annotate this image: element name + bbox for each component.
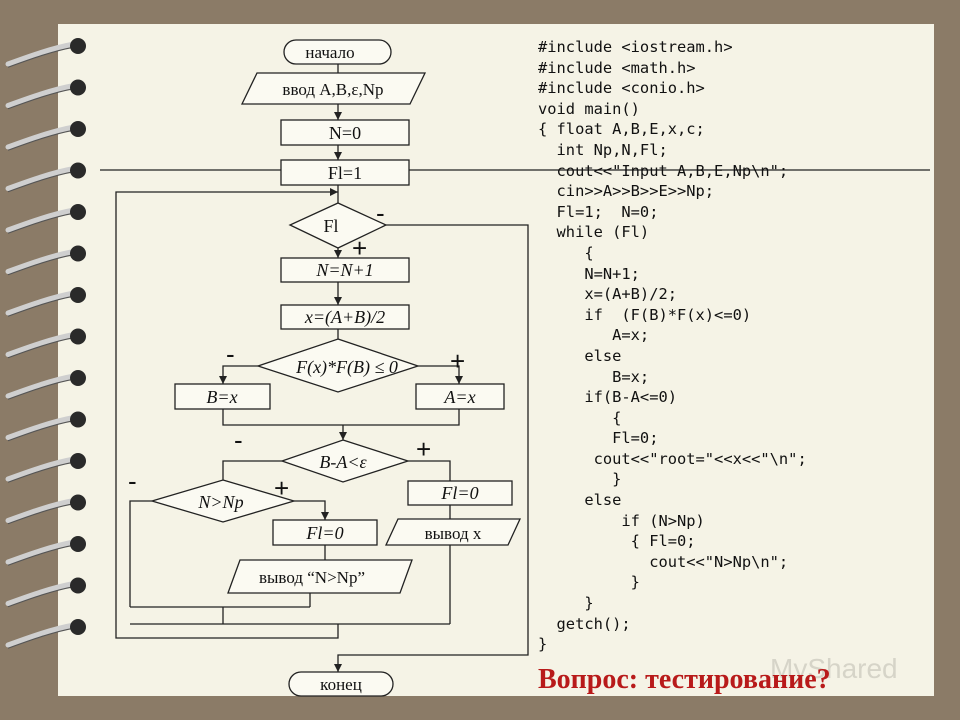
fl-minus-sign: -	[376, 198, 385, 228]
input-label: ввод A,B,ε,Np	[282, 80, 383, 99]
code-line: while (Fl)	[538, 223, 649, 241]
output-n-label: вывод “N>Np”	[259, 568, 365, 587]
x-calc-block: x=(A+B)/2	[281, 305, 409, 329]
code-line: cout<<"Input A,B,E,Np\n";	[538, 162, 788, 180]
a-assign-label: A=x	[443, 387, 475, 407]
start-terminal: начало	[284, 40, 391, 64]
end-label: конец	[320, 675, 362, 694]
spiral-binding-icon	[8, 38, 86, 648]
code-line: #include <math.h>	[538, 59, 696, 77]
code-line: else	[538, 491, 621, 509]
code-line: }	[538, 573, 640, 591]
code-line: if (N>Np)	[538, 512, 705, 530]
code-line: void main()	[538, 100, 640, 118]
output-x-label: вывод x	[425, 524, 482, 543]
start-label: начало	[305, 43, 354, 62]
code-line: cout<<"root="<<x<<"\n";	[538, 450, 807, 468]
fl-decision: Fl	[290, 203, 386, 248]
code-line: }	[538, 470, 621, 488]
f-minus-sign: -	[226, 339, 235, 369]
fl-init-block: Fl=1	[281, 160, 409, 185]
n-plus-sign: +	[274, 473, 289, 503]
fl-zero-left-block: Fl=0	[273, 520, 377, 545]
code-line: Fl=1; N=0;	[538, 203, 658, 221]
fl-zero-left-label: Fl=0	[305, 523, 343, 543]
n-init-block: N=0	[281, 120, 409, 145]
code-line: #include <iostream.h>	[538, 38, 733, 56]
fl-init-label: Fl=1	[328, 163, 362, 183]
code-line: #include <conio.h>	[538, 79, 705, 97]
code-line: B=x;	[538, 368, 649, 386]
x-calc-label: x=(A+B)/2	[304, 307, 385, 328]
code-line: {	[538, 409, 621, 427]
f-decision: F(x)*F(B) ≤ 0	[258, 339, 418, 392]
code-line: getch();	[538, 615, 631, 633]
b-assign-label: B=x	[206, 387, 237, 407]
output-n-block: вывод “N>Np”	[228, 560, 412, 593]
code-listing: #include <iostream.h> #include <math.h> …	[538, 37, 807, 655]
code-line: { float A,B,E,x,c;	[538, 120, 705, 138]
n-init-label: N=0	[329, 123, 361, 143]
code-line: if(B-A<=0)	[538, 388, 677, 406]
code-line: }	[538, 635, 547, 653]
code-line: { Fl=0;	[538, 532, 696, 550]
ba-decision: B-A<ε	[282, 440, 408, 482]
code-line: {	[538, 244, 594, 262]
code-line: cout<<"N>Np\n";	[538, 553, 788, 571]
output-x-block: вывод x	[386, 519, 520, 545]
code-line: }	[538, 594, 594, 612]
fl-plus-sign: +	[352, 233, 367, 263]
n-inc-label: N=N+1	[315, 260, 373, 280]
n-minus-sign: -	[128, 466, 137, 496]
n-condition-label: N>Np	[197, 492, 243, 512]
code-line: int Np,N,Fl;	[538, 141, 668, 159]
code-line: cin>>A>>B>>E>>Np;	[538, 182, 714, 200]
b-assign-block: B=x	[175, 384, 270, 409]
input-block: ввод A,B,ε,Np	[242, 73, 425, 104]
code-line: x=(A+B)/2;	[538, 285, 677, 303]
a-assign-block: A=x	[416, 384, 504, 409]
fl-zero-right-label: Fl=0	[440, 483, 478, 503]
ba-minus-sign: -	[234, 425, 243, 455]
ba-plus-sign: +	[416, 434, 431, 464]
n-decision: N>Np	[152, 480, 294, 522]
ba-condition-label: B-A<ε	[319, 452, 367, 472]
question-text: Вопрос: тестирование?	[538, 664, 831, 696]
fl-condition-label: Fl	[323, 216, 338, 236]
fl-zero-right-block: Fl=0	[408, 481, 512, 505]
n-inc-block: N=N+1	[281, 258, 409, 282]
f-condition-label: F(x)*F(B) ≤ 0	[295, 357, 398, 378]
code-line: else	[538, 347, 621, 365]
end-terminal: конец	[289, 672, 393, 696]
code-line: if (F(B)*F(x)<=0)	[538, 306, 751, 324]
f-plus-sign: +	[450, 346, 465, 376]
code-line: A=x;	[538, 326, 649, 344]
code-line: Fl=0;	[538, 429, 658, 447]
code-line: N=N+1;	[538, 265, 640, 283]
